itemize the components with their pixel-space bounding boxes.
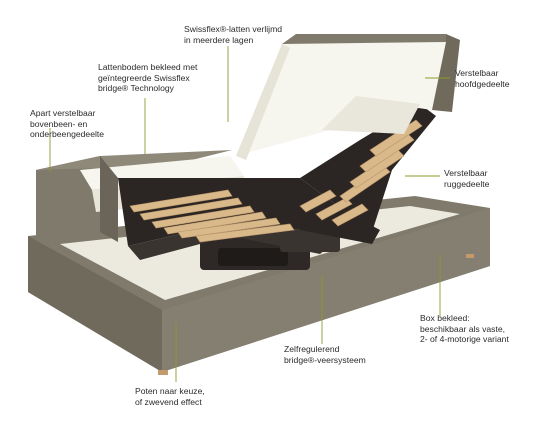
callout-legs: Poten naar keuze, of zwevend effect xyxy=(135,386,205,407)
callout-head-section: Verstelbaar hoofdgedeelte xyxy=(455,68,510,89)
callout-slatted-base: Lattenbodem bekleed met geïntegreerde Sw… xyxy=(98,62,198,93)
head-section xyxy=(236,34,460,160)
callout-box: Box bekleed: beschikbaar als vaste, 2- o… xyxy=(420,313,509,344)
slats xyxy=(129,119,423,243)
callout-spring-system: Zelfregulerend bridge®-veersysteem xyxy=(284,344,366,365)
callout-leg-section: Apart verstelbaar bovenbeen- en onderbee… xyxy=(30,108,105,139)
callout-swissflex-slats: Swissflex®-latten verlijmd in meerdere l… xyxy=(184,24,283,45)
callout-back-section: Verstelbaar ruggedeelte xyxy=(444,168,490,189)
leader-lines xyxy=(49,46,450,382)
